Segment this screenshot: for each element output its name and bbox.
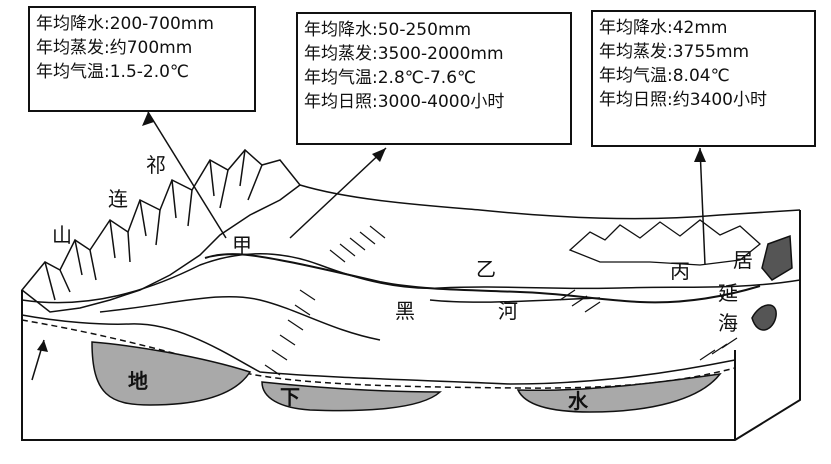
jia-temperature: 年均气温:1.5-2.0℃ [36, 62, 190, 82]
label-hai: 海 [718, 311, 738, 335]
label-di: 地 [128, 369, 148, 393]
juyan-lake-north [761, 234, 793, 281]
heihe-river [204, 253, 761, 304]
juyan-lake-south [751, 304, 777, 331]
info-box-jia: 年均降水:200-700mm 年均蒸发:约700mm 年均气温:1.5-2.0℃ [28, 6, 256, 112]
groundwater-lens-1 [91, 341, 252, 406]
label-he: 河 [498, 299, 518, 323]
leader-lines [147, 111, 706, 266]
info-box-bing: 年均降水:42mm 年均蒸发:3755mm 年均气温:8.04℃ 年均日照:约3… [591, 10, 816, 147]
label-hei: 黑 [395, 299, 415, 323]
bing-temperature: 年均气温:8.04℃ [599, 66, 730, 86]
label-shan: 山 [52, 223, 72, 247]
label-jia: 甲 [232, 233, 252, 257]
block-outline [21, 210, 801, 441]
qilian-mountains [20, 148, 302, 313]
side-arrow [31, 339, 48, 381]
bing-sunshine: 年均日照:约3400小时 [599, 90, 767, 110]
jia-evaporation: 年均蒸发:约700mm [36, 38, 193, 58]
groundwater-lens-3 [516, 372, 722, 413]
river-hatching [264, 225, 738, 376]
label-shui: 水 [568, 389, 589, 413]
label-yi: 乙 [476, 257, 496, 281]
jia-precipitation: 年均降水:200-700mm [36, 14, 214, 34]
bing-hills [568, 219, 762, 266]
yi-evaporation: 年均蒸发:3500-2000mm [304, 44, 504, 64]
groundwater-lens-2 [261, 381, 442, 412]
bing-precipitation: 年均降水:42mm [599, 18, 728, 38]
label-bing: 丙 [670, 259, 690, 283]
yi-precipitation: 年均降水:50-250mm [304, 20, 472, 40]
label-yan: 延 [718, 281, 738, 305]
label-qi: 祁 [146, 153, 166, 177]
label-ju: 居 [733, 248, 753, 272]
bing-evaporation: 年均蒸发:3755mm [599, 42, 750, 62]
yi-temperature: 年均气温:2.8℃-7.6℃ [304, 68, 477, 88]
leader-arrows [142, 112, 706, 162]
label-xia: 下 [280, 385, 300, 409]
info-box-yi: 年均降水:50-250mm 年均蒸发:3500-2000mm 年均气温:2.8℃… [296, 12, 572, 145]
label-lian: 连 [108, 187, 128, 211]
yi-sunshine: 年均日照:3000-4000小时 [304, 92, 505, 112]
